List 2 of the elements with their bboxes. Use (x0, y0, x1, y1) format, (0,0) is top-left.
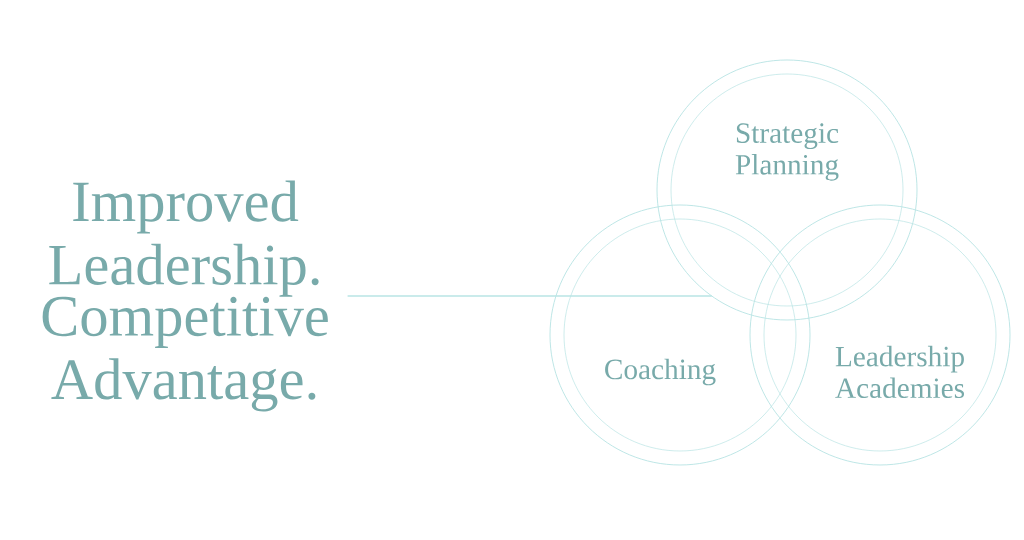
heading-text: Improved Leadership. Competitive Advantage. (42, 180, 328, 412)
leader-line (346, 295, 713, 297)
